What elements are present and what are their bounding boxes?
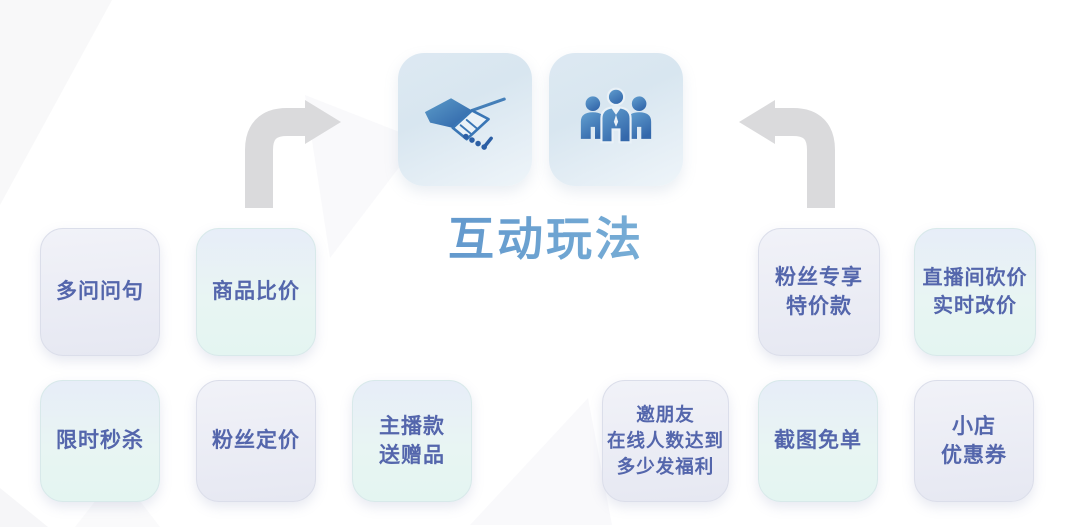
card-label-line: 实时改价 [933, 295, 1017, 317]
page-title: 互动玩法 [6, 203, 1080, 269]
curved-arrow-left [245, 100, 341, 208]
card-label-line: 多少发福利 [616, 455, 715, 477]
people-icon-box [549, 53, 683, 186]
card-label-line: 多问问句 [56, 280, 144, 304]
card-product-price-compare: 商品比价 [196, 228, 316, 356]
card-label-line: 特价款 [786, 295, 852, 318]
card-label-line: 粉丝专享 [775, 265, 863, 289]
card-label-line: 在线人数达到 [606, 430, 724, 452]
handshake-icon-box [398, 53, 532, 186]
card-flash-sale: 限时秒杀 [40, 380, 160, 502]
card-fan-pricing: 粉丝定价 [196, 380, 316, 502]
card-label-line: 小店 [952, 414, 996, 438]
card-live-bargain-reprice: 直播间砍价实时改价 [914, 228, 1036, 356]
handshake-icon [424, 97, 506, 150]
card-label-line: 邀朋友 [636, 404, 695, 426]
card-label-line: 限时秒杀 [56, 429, 144, 453]
card-label-line: 商品比价 [212, 280, 300, 304]
card-fan-exclusive-special: 粉丝专享特价款 [758, 228, 880, 356]
card-label-line: 优惠券 [941, 444, 1007, 467]
card-label-line: 截图免单 [774, 429, 862, 453]
card-label-line: 主播款 [379, 414, 445, 438]
card-shop-coupon: 小店优惠券 [914, 380, 1034, 502]
card-ask-more-questions: 多问问句 [40, 228, 160, 356]
card-invite-friends-benefit: 邀朋友在线人数达到多少发福利 [602, 380, 729, 502]
card-screenshot-free-order: 截图免单 [758, 380, 878, 502]
people-group-icon [580, 87, 652, 143]
card-label-line: 粉丝定价 [212, 429, 300, 453]
card-host-style-gift: 主播款送赠品 [352, 380, 472, 502]
curved-arrow-right [739, 100, 835, 208]
card-label-line: 直播间砍价 [922, 267, 1028, 289]
card-label-line: 送赠品 [379, 444, 445, 467]
